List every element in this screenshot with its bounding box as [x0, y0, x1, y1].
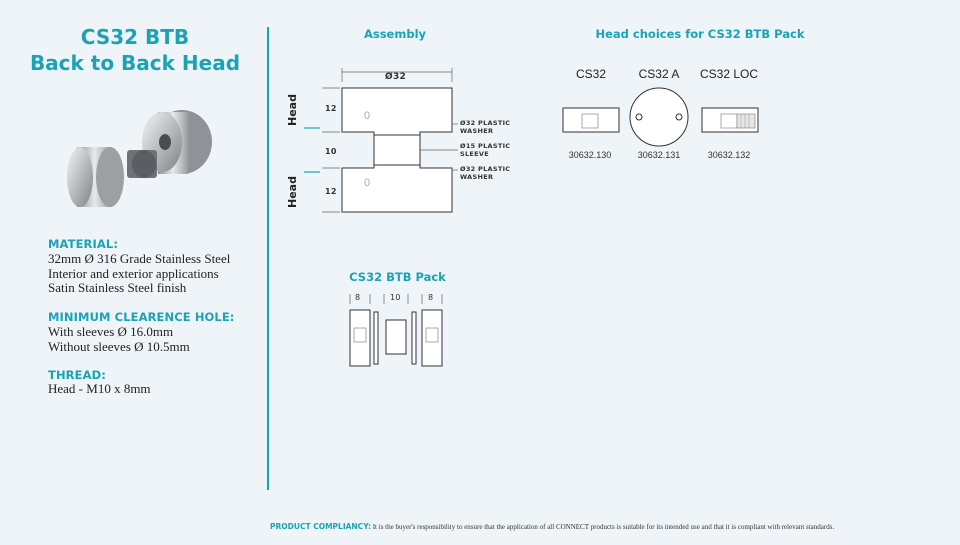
sleeve-label-1: Ø15 PLASTIC: [460, 142, 511, 150]
washer-bottom-label-1: Ø32 PLASTIC: [460, 165, 511, 173]
assembly-head-bottom-label: Head: [286, 176, 299, 208]
choice-name-cs32: CS32: [575, 67, 607, 81]
choice-drawing-cs32a: [629, 87, 689, 147]
pack-drawing: [349, 294, 443, 367]
choice-name-cs32loc: CS32 LOC: [699, 67, 759, 81]
choice-name-cs32a: CS32 A: [638, 67, 680, 81]
assembly-dim-top: 12: [325, 104, 337, 113]
choice-code-cs32loc: 30632.132: [707, 150, 751, 160]
washer-top-label-2: WASHER: [460, 127, 494, 135]
assembly-diameter: Ø32: [385, 72, 407, 82]
material-line-2: Interior and exterior applications: [48, 265, 219, 281]
choice-code-cs32a: 30632.131: [637, 150, 681, 160]
clearance-line-1: With sleeves Ø 16.0mm: [48, 324, 174, 339]
vertical-divider: [267, 27, 269, 490]
pack-dim-1: 8: [355, 293, 361, 302]
assembly-dim-mid: 10: [325, 147, 337, 156]
clearance-line-2: Without sleeves Ø 10.5mm: [48, 338, 190, 354]
assembly-mark-top: 0: [364, 110, 371, 122]
choice-code-cs32: 30632.130: [568, 150, 612, 160]
choice-drawing-cs32: [562, 107, 620, 133]
thread-heading: THREAD:: [48, 368, 106, 382]
pack-dim-2: 10: [390, 293, 401, 302]
product-title: CS32 BTB: [80, 25, 190, 49]
sleeve-label-2: SLEEVE: [460, 150, 489, 158]
assembly-dim-bottom: 12: [325, 187, 337, 196]
assembly-head-top-label: Head: [286, 94, 299, 126]
pack-title: CS32 BTB Pack: [349, 270, 446, 284]
clearance-heading: MINIMUM CLEARENCE HOLE:: [48, 310, 235, 324]
assembly-drawing: [304, 68, 458, 213]
choices-title: Head choices for CS32 BTB Pack: [595, 27, 805, 41]
compliance-footer: PRODUCT COMPLIANCY: It is the buyer's re…: [270, 522, 950, 531]
choice-drawing-cs32loc: [701, 107, 759, 133]
material-line-3: Satin Stainless Steel finish: [48, 280, 187, 295]
assembly-title: Assembly: [363, 27, 427, 41]
assembly-mark-bottom: 0: [364, 177, 371, 189]
pack-dim-3: 8: [428, 293, 434, 302]
material-heading: MATERIAL:: [48, 237, 119, 251]
compliance-text: It is the buyer's responsibility to ensu…: [372, 523, 835, 531]
washer-top-label-1: Ø32 PLASTIC: [460, 119, 511, 127]
material-line-1: 32mm Ø 316 Grade Stainless Steel: [48, 251, 231, 266]
product-subtitle: Back to Back Head: [29, 51, 241, 75]
product-photo: [67, 110, 212, 207]
compliance-label: PRODUCT COMPLIANCY:: [270, 522, 371, 531]
washer-bottom-label-2: WASHER: [460, 173, 494, 181]
thread-line-1: Head - M10 x 8mm: [48, 381, 151, 396]
